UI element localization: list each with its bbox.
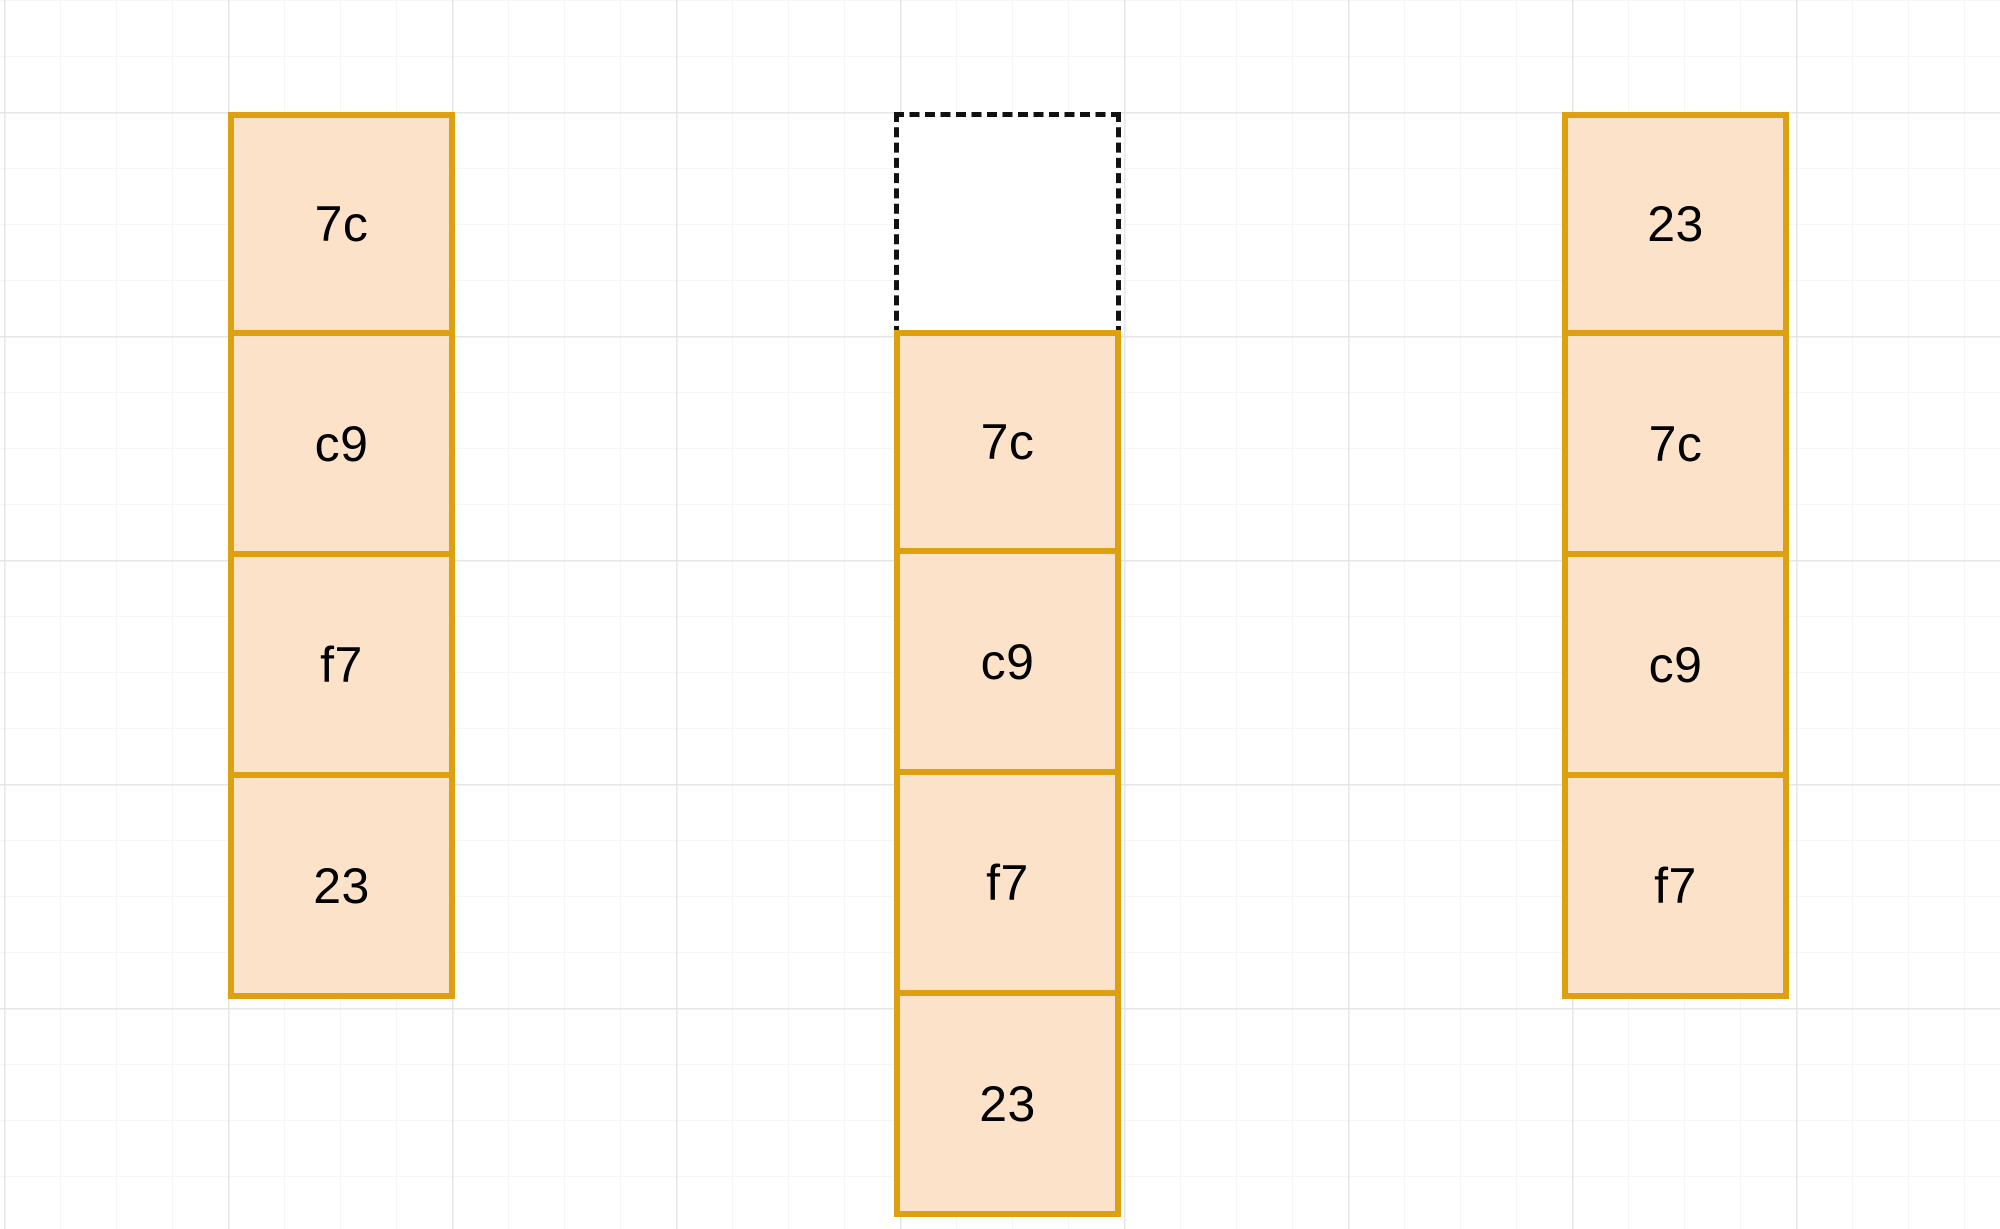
stack-cell[interactable]: 7c [228,112,455,336]
stack-cell-label: 23 [1647,196,1704,252]
stack-cell-label: f7 [1654,857,1697,914]
stack-cell-empty-slot[interactable] [894,112,1121,336]
stack-cell-label: 7c [314,196,369,252]
stack-cell[interactable]: 7c [1562,333,1789,557]
stack-cell-label: c9 [1648,636,1703,693]
stack-cell-label: 23 [313,857,370,914]
stack-cell[interactable]: f7 [1562,775,1789,999]
stack-cell[interactable]: 23 [894,993,1121,1217]
stack-cell[interactable]: f7 [228,554,455,778]
stack-cell[interactable]: c9 [1562,554,1789,778]
stack-cell-label: f7 [986,854,1029,911]
stack-cell[interactable]: f7 [894,772,1121,996]
stack-before[interactable]: 7c c9 f7 23 [228,112,455,999]
stack-cell[interactable]: 23 [228,775,455,999]
stack-cell[interactable]: c9 [894,551,1121,775]
stack-cell-label: 23 [979,1075,1036,1132]
stack-after[interactable]: 23 7c c9 f7 [1562,112,1789,999]
stack-cell[interactable]: 7c [894,330,1121,554]
stack-during[interactable]: 7c c9 f7 23 [894,112,1121,1217]
stack-cell[interactable]: 23 [1562,112,1789,336]
stack-cell-label: 7c [1648,415,1703,472]
stack-cell[interactable]: c9 [228,333,455,557]
stack-cell-label: f7 [320,636,363,693]
stack-cell-label: c9 [314,415,369,472]
stack-cell-label: 7c [980,414,1035,470]
stack-cell-label: c9 [980,633,1035,690]
